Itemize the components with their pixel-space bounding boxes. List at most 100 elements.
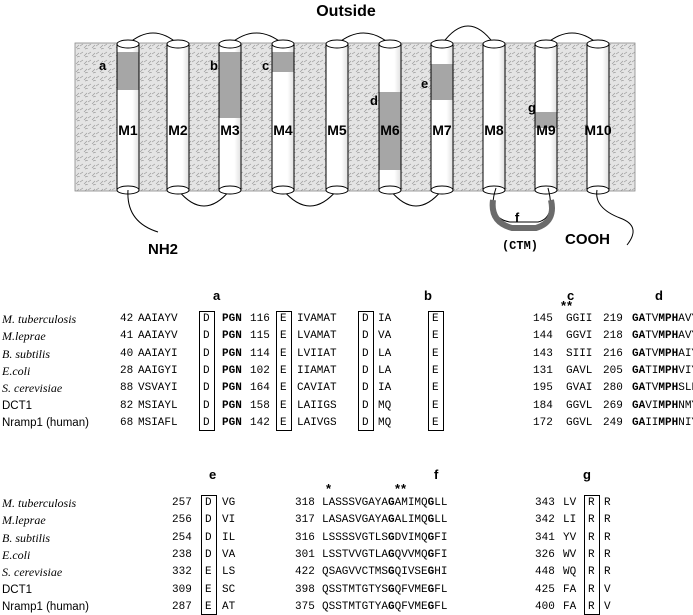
motif-f-sequence: QSAGVVCTMSGQIVSEGHI xyxy=(322,566,448,579)
species-name: S. cerevisiae xyxy=(2,565,63,580)
seq-position: 256 xyxy=(172,514,192,527)
boxed-residue: D xyxy=(203,364,210,377)
seq-position: 400 xyxy=(535,600,555,613)
species-name: S. cerevisiae xyxy=(2,381,63,396)
sequence-segment: R xyxy=(604,531,611,544)
species-name: E.coli xyxy=(2,363,31,378)
helix-label-m9: M9 xyxy=(536,122,556,138)
conserved-segment xyxy=(272,52,294,72)
motif-d-sequence: GATVMPHAVYLH xyxy=(632,313,693,325)
seq-position: 448 xyxy=(535,566,555,579)
sequence-segment: IIAMAT xyxy=(297,364,337,377)
helix-m8: M8 xyxy=(482,39,506,195)
seq-position: 40 xyxy=(120,347,134,360)
sequence-segment: MSIAYL xyxy=(138,399,178,412)
boxed-residue: D xyxy=(205,548,212,561)
helix-label-m6: M6 xyxy=(380,122,400,138)
sequence-segment: 145 GGII xyxy=(533,313,593,325)
sequence-segment: LA xyxy=(378,364,392,377)
nh2-label: NH2 xyxy=(148,241,178,258)
sequence-segment: 184 GGVL xyxy=(533,399,593,412)
boxed-residue: D xyxy=(362,313,369,325)
boxed-residue: E xyxy=(280,382,287,395)
sequence-segment: 131 GAVL xyxy=(533,364,593,377)
boxed-residue: E xyxy=(280,347,287,360)
seq-position: 116 xyxy=(250,313,270,325)
sequence-segment: AAIAYV xyxy=(138,313,178,325)
motif-residues: PGN xyxy=(222,347,242,360)
species-name: M. tuberculosis xyxy=(2,312,77,326)
species-name: M.leprae xyxy=(2,513,46,528)
segment-letter-c: c xyxy=(262,58,269,73)
seq-position: 425 xyxy=(535,583,555,596)
seq-position: 115 xyxy=(250,330,270,343)
sequence-segment: AAIGYI xyxy=(138,364,178,377)
seq-position: 398 xyxy=(295,583,315,596)
sequence-segment: IA xyxy=(378,382,392,395)
helix-m2: M2 xyxy=(166,39,190,195)
conserved-marker-f1: * xyxy=(326,481,333,496)
sequence-segment: 144 GGVI xyxy=(533,330,593,343)
boxed-residue: D xyxy=(203,416,210,429)
sequence-segment: SC xyxy=(222,583,236,596)
sequence-segment: V xyxy=(604,583,611,596)
motif-residues: PGN xyxy=(222,382,242,395)
seq-position: 341 xyxy=(535,531,555,544)
column-header-c: c xyxy=(567,288,575,303)
boxed-residue: E xyxy=(432,330,439,343)
helix-label-m10: M10 xyxy=(584,122,611,138)
motif-d-sequence: GAVIMPHNMYLH xyxy=(632,399,693,412)
boxed-residue: E xyxy=(205,583,212,596)
motif-residues: PGN xyxy=(222,313,242,325)
seq-position: 219 xyxy=(603,313,623,325)
species-name: B. subtilis xyxy=(2,346,51,361)
segment-letter-b: b xyxy=(210,58,218,73)
species-name: Nramp1 (human) xyxy=(2,600,89,613)
helix-label-m5: M5 xyxy=(327,122,347,138)
alignment-box-e xyxy=(201,495,217,615)
boxed-residue: E xyxy=(280,313,287,325)
boxed-residue: R xyxy=(588,514,595,527)
motif-residues: PGN xyxy=(222,416,242,429)
boxed-residue: E xyxy=(205,600,212,613)
seq-position: 326 xyxy=(535,548,555,561)
boxed-residue: D xyxy=(203,347,210,360)
motif-residues: PGN xyxy=(222,399,242,412)
helix-label-m3: M3 xyxy=(220,122,240,138)
seq-position: 317 xyxy=(295,514,315,527)
conserved-segment xyxy=(219,52,241,118)
seq-position: 88 xyxy=(120,382,134,395)
boxed-residue: D xyxy=(362,416,369,429)
species-name: E.coli xyxy=(2,547,31,562)
sequence-segment: VI xyxy=(222,514,236,527)
boxed-residue: E xyxy=(280,416,287,429)
sequence-segment: VA xyxy=(222,548,236,561)
helix-m3: M3 xyxy=(218,39,242,195)
motif-f-sequence: LSSTVVGTLAGQVVMQGFI xyxy=(322,548,448,561)
alignment-box-b2 xyxy=(358,311,374,432)
sequence-segment: MQ xyxy=(378,399,392,412)
species-name: B. subtilis xyxy=(2,530,51,545)
boxed-residue: D xyxy=(205,497,212,509)
boxed-residue: D xyxy=(362,330,369,343)
boxed-residue: E xyxy=(432,347,439,360)
segment-f-highlight xyxy=(489,199,555,231)
conserved-segment xyxy=(379,92,401,170)
species-name: DCT1 xyxy=(2,399,33,412)
sequence-segment: AT xyxy=(222,600,236,613)
boxed-residue: E xyxy=(432,313,439,325)
helix-label-m2: M2 xyxy=(168,122,188,138)
seq-position: 316 xyxy=(295,531,315,544)
seq-position: 342 xyxy=(535,514,555,527)
species-name: M.leprae xyxy=(2,329,46,344)
column-header-f: f xyxy=(434,467,439,482)
boxed-residue: D xyxy=(205,514,212,527)
seq-position: 41 xyxy=(120,330,134,343)
helix-label-m8: M8 xyxy=(484,122,504,138)
conserved-marker-c: ** xyxy=(561,298,574,313)
seq-position: 238 xyxy=(172,548,192,561)
segment-letter-f: f xyxy=(515,210,520,225)
sequence-segment: VG xyxy=(222,497,236,509)
